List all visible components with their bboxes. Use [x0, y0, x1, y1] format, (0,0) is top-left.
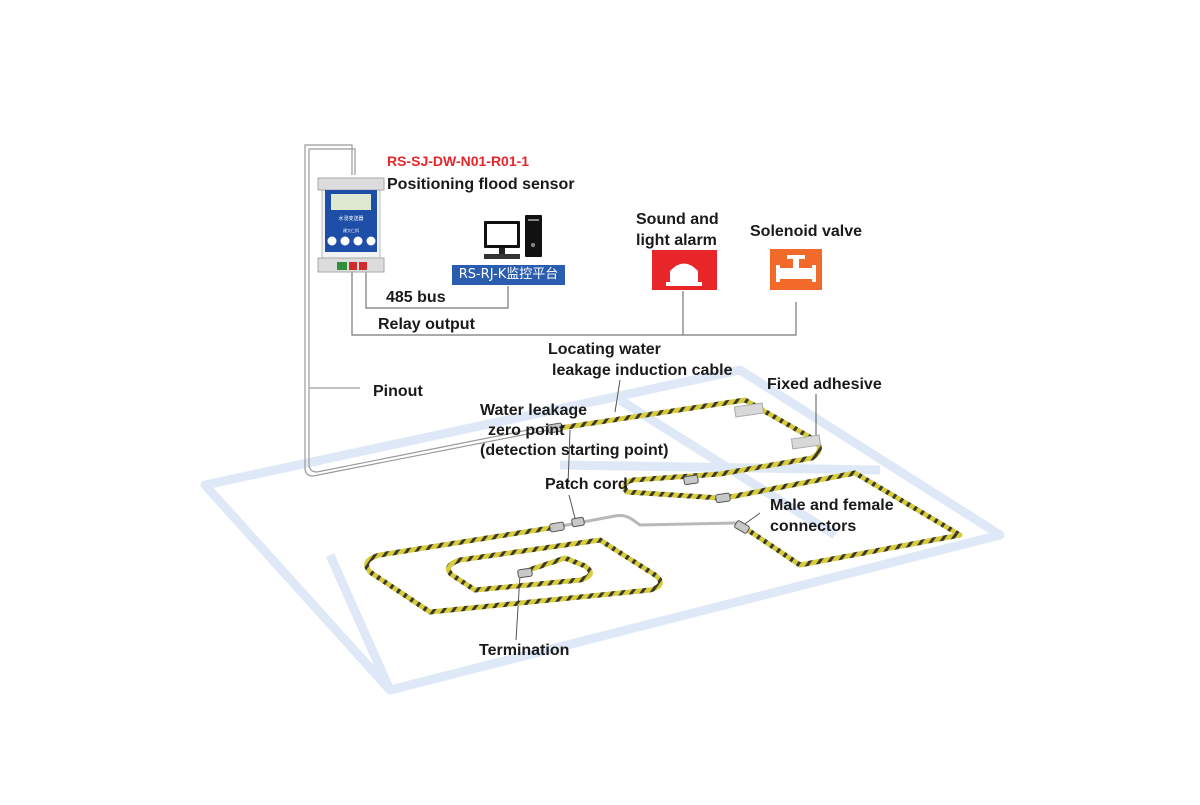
patch-cord-label: Patch cord	[545, 476, 628, 493]
zero-point-label-line2: zero point	[488, 422, 565, 439]
cable-label-line2: leakage induction cable	[552, 362, 733, 379]
adhesive-label: Fixed adhesive	[767, 376, 882, 393]
alarm-label-line2: light alarm	[636, 232, 717, 249]
device-lcd-screen	[331, 194, 371, 210]
bus-wires	[351, 270, 797, 336]
device-button-3-icon	[353, 236, 363, 246]
termination-label: Termination	[479, 642, 570, 659]
zero-point-label-line3: (detection starting point)	[480, 442, 669, 459]
monitoring-platform-label: RS-RJ-K监控平台	[452, 265, 565, 285]
computer-icon	[484, 215, 542, 259]
connector-plug-mid	[715, 492, 731, 504]
induction-cable-right	[729, 470, 963, 568]
flood-sensor-device: 水浸变送器 建大仁科	[317, 177, 385, 273]
cable-label-line1: Locating water	[548, 341, 661, 358]
adhesive-pad-2	[790, 434, 822, 450]
patch-cord	[555, 514, 737, 529]
terminal-red-2	[359, 262, 367, 270]
device-name: Positioning flood sensor	[387, 176, 575, 193]
solenoid-valve-icon	[770, 249, 822, 290]
relay-label: Relay output	[378, 316, 475, 333]
adhesive-pad-1	[733, 402, 765, 418]
connector-plugs	[517, 422, 750, 579]
device-model: RS-SJ-DW-N01-R01-1	[387, 153, 530, 169]
zero-point-label-line1: Water leakage	[480, 402, 588, 419]
device-screen-text: 水浸变送器	[338, 215, 363, 222]
device-button-2-icon	[340, 236, 350, 246]
connector-plug-upper	[683, 474, 699, 486]
pinout-label: Pinout	[373, 383, 423, 400]
device-button-right-icon	[366, 236, 376, 246]
patch-plug-left	[549, 521, 565, 533]
connector-plug-lower	[734, 520, 750, 534]
zero-point-plug	[547, 422, 563, 434]
valve-label: Solenoid valve	[750, 223, 863, 240]
pinout-cable	[304, 144, 549, 477]
induction-cable-lower	[364, 524, 663, 615]
device-button-left-icon	[327, 236, 337, 246]
alarm-icon	[652, 250, 717, 290]
terminal-red-1	[349, 262, 357, 270]
device-tag-text: 建大仁科	[343, 227, 359, 233]
termination-plug	[517, 567, 533, 579]
bus-label: 485 bus	[386, 289, 446, 306]
floor-plan	[200, 365, 1005, 695]
adhesive-pads	[733, 402, 822, 450]
connectors-label-line2: connectors	[770, 518, 857, 535]
alarm-label-line1: Sound and	[636, 211, 719, 228]
patch-plug-right	[571, 516, 585, 528]
connectors-label-line1: Male and female	[770, 497, 894, 514]
terminal-green	[337, 262, 347, 270]
